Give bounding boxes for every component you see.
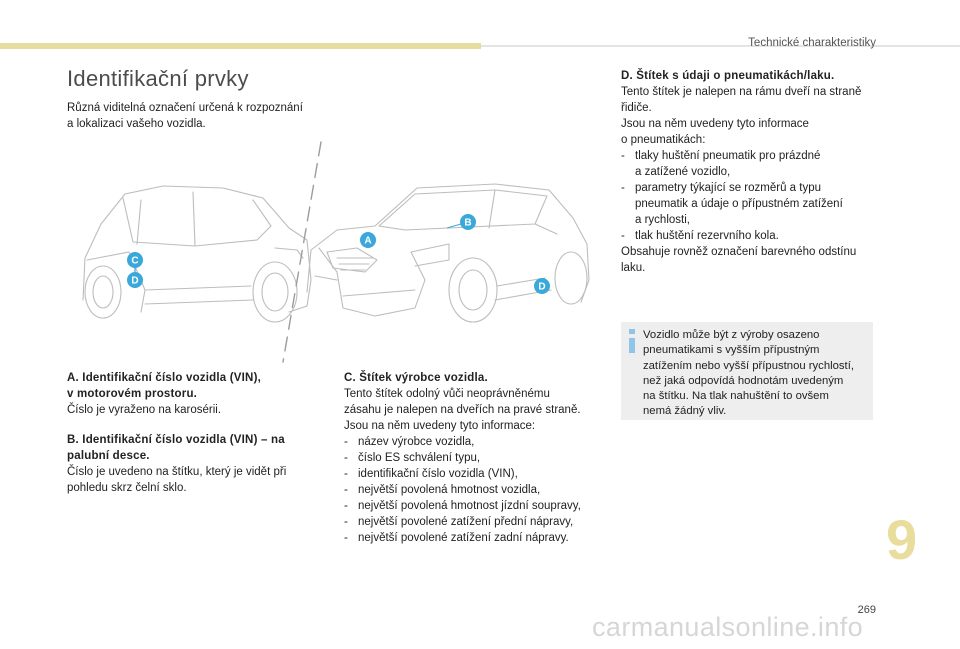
list-item: číslo ES schválení typu, xyxy=(344,450,614,466)
block-a-heading: A. Identifikační číslo vozidla (VIN), xyxy=(67,372,261,384)
block-d-text: Jsou na něm uvedeny tyto informace xyxy=(621,118,809,130)
info-line: Vozidlo může být z výroby osazeno xyxy=(643,329,820,341)
block-d-heading: D. Štítek s údaji o pneumatikách/laku. xyxy=(621,70,835,82)
info-note-text: Vozidlo může být z výroby osazeno pneuma… xyxy=(643,328,869,420)
list-item: největší povolené zatížení zadní nápravy… xyxy=(344,530,614,546)
vehicle-illustration: C D A B D xyxy=(82,141,590,363)
block-c-text: zásahu je nalepen na dveřích na pravé st… xyxy=(344,404,581,416)
front-car-drawing xyxy=(306,183,590,323)
list-item-line: tlaky huštění pneumatik pro prázdné xyxy=(635,150,821,162)
rear-car-drawing xyxy=(82,185,312,323)
block-b-heading: B. Identifikační číslo vozidla (VIN) – n… xyxy=(67,434,285,446)
list-item-line: a zatížené vozidlo, xyxy=(635,166,731,178)
page-number: 269 xyxy=(857,604,876,616)
list-item: identifikační číslo vozidla (VIN), xyxy=(344,466,614,482)
block-b-text: pohledu skrz čelní sklo. xyxy=(67,482,187,494)
info-line: nemá žádný vliv. xyxy=(643,405,727,418)
intro-line: Různá viditelná označení určená k rozpoz… xyxy=(67,102,303,114)
marker-d-right: D xyxy=(534,278,550,294)
block-b: B. Identifikační číslo vozidla (VIN) – n… xyxy=(67,432,327,496)
chapter-number: 9 xyxy=(886,508,918,571)
block-c-text: Jsou na něm uvedeny tyto informace: xyxy=(344,420,536,432)
marker-b-label: B xyxy=(464,218,471,229)
list-item-line: tlak huštění rezervního kola. xyxy=(635,230,779,242)
list-item: tlak huštění rezervního kola. xyxy=(621,228,891,244)
marker-d-label: D xyxy=(538,282,545,293)
block-a: A. Identifikační číslo vozidla (VIN), v … xyxy=(67,370,327,418)
intro-line: a lokalizaci vašeho vozidla. xyxy=(67,118,206,130)
list-item: název výrobce vozidla, xyxy=(344,434,614,450)
watermark-text: carmanualsonline.info xyxy=(592,612,864,642)
marker-c-label: C xyxy=(131,256,138,267)
list-item-line: parametry týkající se rozměrů a typu xyxy=(635,182,821,194)
marker-a-label: A xyxy=(364,236,371,247)
block-d-list: tlaky huštění pneumatik pro prázdné a za… xyxy=(621,148,891,244)
block-d-text: laku. xyxy=(621,262,646,274)
block-a-text: Číslo je vyraženo na karosérii. xyxy=(67,404,222,416)
block-d-text: řidiče. xyxy=(621,102,652,114)
info-line: zatížením nebo vyšší přípustnou rychlost… xyxy=(643,359,854,372)
marker-a: A xyxy=(360,232,376,248)
block-b-heading: palubní desce. xyxy=(67,450,150,462)
header-rule xyxy=(481,45,960,47)
header-accent-bar xyxy=(0,43,481,49)
marker-d-left: D xyxy=(127,272,143,288)
info-icon xyxy=(629,329,635,353)
info-line: na štítku. Na tlak nahuštění to ovšem xyxy=(643,390,829,403)
section-title: Technické charakteristiky xyxy=(748,37,876,49)
marker-d-label: D xyxy=(131,276,138,287)
block-a-heading: v motorovém prostoru. xyxy=(67,388,198,400)
block-d-text: Tento štítek je nalepen na rámu dveří na… xyxy=(621,86,862,98)
block-c-heading: C. Štítek výrobce vozidla. xyxy=(344,372,488,384)
block-b-text: Číslo je uvedeno na štítku, který je vid… xyxy=(67,466,287,478)
info-note-box: Vozidlo může být z výroby osazeno pneuma… xyxy=(621,322,873,420)
list-item: tlaky huštění pneumatik pro prázdné a za… xyxy=(621,148,891,180)
block-c: C. Štítek výrobce vozidla. Tento štítek … xyxy=(344,370,614,546)
marker-b: B xyxy=(446,214,476,230)
list-item-line: a rychlosti, xyxy=(635,214,690,226)
list-item-line: pneumatik a údaje o přípustném zatížení xyxy=(635,198,843,210)
page-title: Identifikační prvky xyxy=(67,66,249,91)
info-line: pneumatikami s vyšším přípustným xyxy=(643,344,820,357)
list-item: parametry týkající se rozměrů a typu pne… xyxy=(621,180,891,228)
list-item: největší povolená hmotnost vozidla, xyxy=(344,482,614,498)
block-d-text: Obsahuje rovněž označení barevného odstí… xyxy=(621,246,857,258)
intro-text: Různá viditelná označení určená k rozpoz… xyxy=(67,100,337,132)
marker-c: C xyxy=(127,252,143,272)
info-line: než jaká odpovídá hodnotám uvedeným xyxy=(643,374,844,387)
block-d-text: o pneumatikách: xyxy=(621,134,706,146)
block-c-list: název výrobce vozidla, číslo ES schválen… xyxy=(344,434,614,546)
list-item: největší povolená hmotnost jízdní soupra… xyxy=(344,498,614,514)
block-c-text: Tento štítek odolný vůči neoprávněnému xyxy=(344,388,550,400)
list-item: největší povolené zatížení přední náprav… xyxy=(344,514,614,530)
block-d: D. Štítek s údaji o pneumatikách/laku. T… xyxy=(621,68,891,276)
